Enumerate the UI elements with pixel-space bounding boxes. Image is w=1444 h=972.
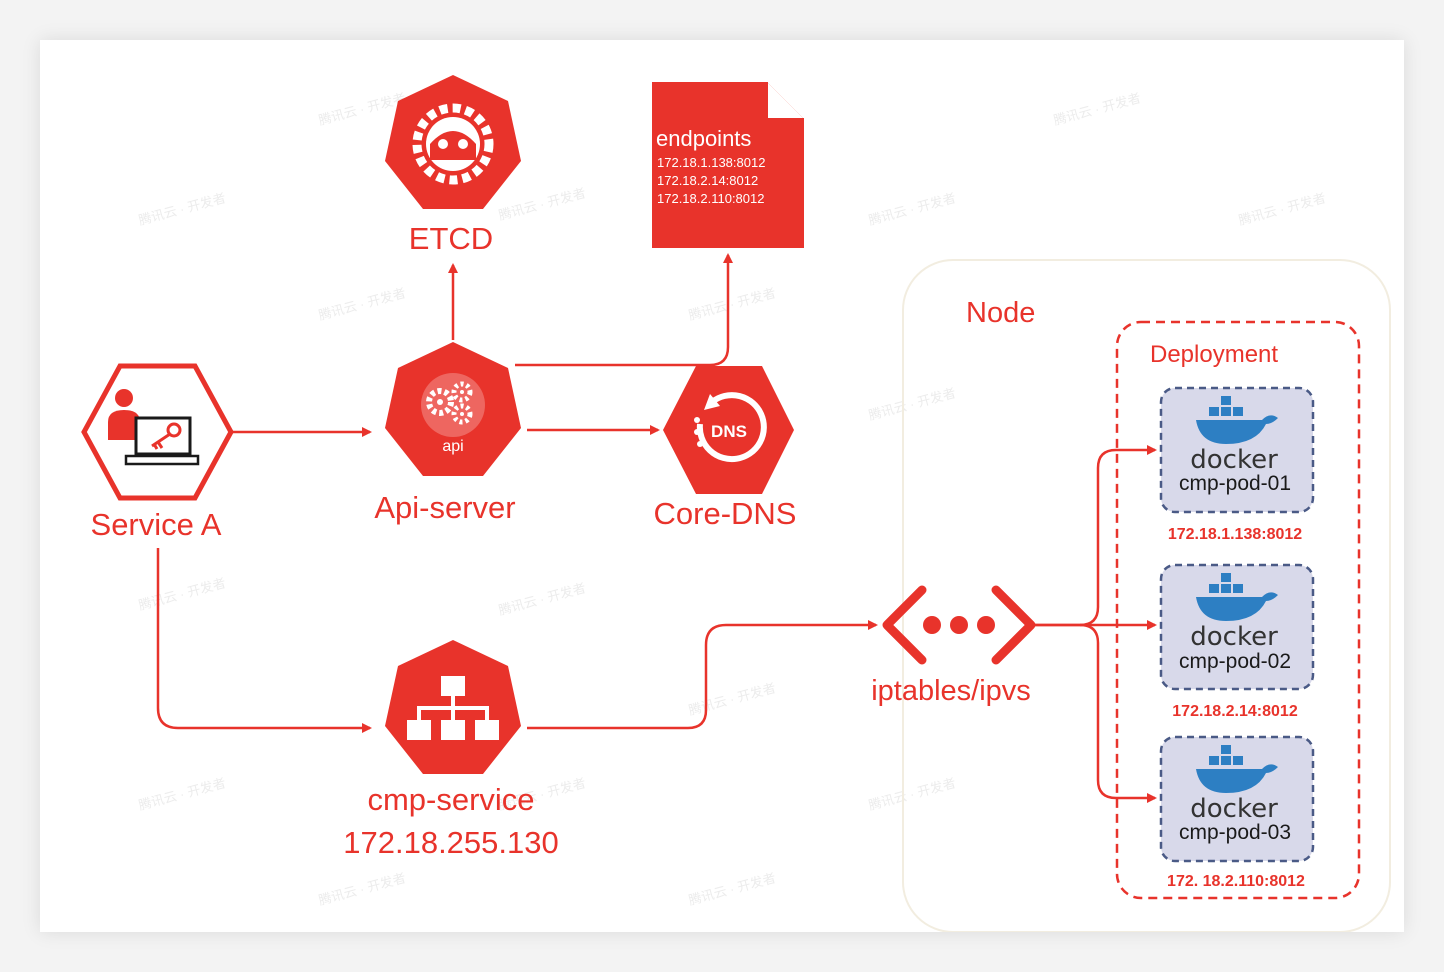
svg-text:腾讯云 · 开发者: 腾讯云 · 开发者 <box>317 870 407 908</box>
endpoints-doc-fold <box>767 82 804 119</box>
etcd-node: ETCD <box>385 75 521 256</box>
cmp-service-label: cmp-service <box>367 782 534 817</box>
endpoints-doc-shape <box>652 82 804 248</box>
node-label: Node <box>966 297 1035 329</box>
svg-text:腾讯云 · 开发者: 腾讯云 · 开发者 <box>497 580 587 618</box>
core-dns-node: DNS Core-DNS <box>654 366 797 531</box>
pod-ip: 172.18.2.14:8012 <box>1172 703 1298 720</box>
service-a-label: Service A <box>91 507 222 542</box>
network-tree-icon <box>407 676 499 740</box>
api-server-heptagon <box>385 342 521 476</box>
deployment-box <box>1115 320 1361 900</box>
pod-card: docker cmp-pod-02 172.18.2.14:8012 <box>1159 563 1315 720</box>
docker-whale-icon <box>1196 573 1278 621</box>
dns-icon-label: DNS <box>711 422 747 441</box>
svg-text:腾讯云 · 开发者: 腾讯云 · 开发者 <box>867 775 957 813</box>
pod-card: docker cmp-pod-01 172.18.1.138:8012 <box>1159 386 1315 543</box>
docker-wordmark: docker <box>1190 445 1278 475</box>
cmp-service-ip: 172.18.255.130 <box>343 825 559 860</box>
deployment-label: Deployment <box>1150 341 1278 368</box>
docker-wordmark: docker <box>1190 622 1278 652</box>
docker-wordmark: docker <box>1190 794 1278 824</box>
svg-text:腾讯云 · 开发者: 腾讯云 · 开发者 <box>137 775 227 813</box>
diagram-card: 腾讯云 · 开发者 腾讯云 · 开发者 腾讯云 · 开发者 腾讯云 · 开发者 … <box>40 40 1404 932</box>
pod-name: cmp-pod-03 <box>1179 821 1291 844</box>
svg-text:腾讯云 · 开发者: 腾讯云 · 开发者 <box>137 190 227 228</box>
iptables-right-chevron <box>991 585 1036 665</box>
node-container <box>902 259 1391 932</box>
arrow-iptables-to-pod1 <box>1032 445 1157 627</box>
arrow-iptables-to-pod3 <box>1079 623 1157 803</box>
api-icon-label: api <box>442 438 463 455</box>
architecture-diagram: 腾讯云 · 开发者 腾讯云 · 开发者 腾讯云 · 开发者 腾讯云 · 开发者 … <box>81 75 1391 932</box>
dns-refresh-icon <box>694 392 767 463</box>
endpoints-title: endpoints <box>656 126 751 151</box>
core-dns-hexagon <box>663 366 794 494</box>
api-server-node: api Api-server <box>374 342 521 525</box>
api-server-label: Api-server <box>374 490 515 525</box>
connectors <box>156 253 1157 803</box>
svg-text:腾讯云 · 开发者: 腾讯云 · 开发者 <box>137 575 227 613</box>
core-dns-label: Core-DNS <box>654 496 797 531</box>
svg-text:腾讯云 · 开发者: 腾讯云 · 开发者 <box>867 190 957 228</box>
etcd-label: ETCD <box>409 221 493 256</box>
pod-name: cmp-pod-02 <box>1179 650 1291 673</box>
user-key-icon <box>108 389 200 466</box>
endpoint-entry: 172.18.2.110:8012 <box>657 191 764 206</box>
iptables-left-chevron <box>882 585 927 665</box>
svg-text:腾讯云 · 开发者: 腾讯云 · 开发者 <box>1052 90 1142 128</box>
iptables-label: iptables/ipvs <box>871 675 1031 707</box>
cmp-service-node: cmp-service 172.18.255.130 <box>343 640 559 860</box>
iptables-node: iptables/ipvs <box>871 585 1036 707</box>
svg-text:腾讯云 · 开发者: 腾讯云 · 开发者 <box>1237 190 1327 228</box>
svg-text:腾讯云 · 开发者: 腾讯云 · 开发者 <box>687 870 777 908</box>
svg-text:腾讯云 · 开发者: 腾讯云 · 开发者 <box>687 680 777 718</box>
arrow-service-to-cmp <box>156 548 372 733</box>
pod-name: cmp-pod-01 <box>1179 472 1291 495</box>
docker-whale-icon <box>1196 396 1278 444</box>
etcd-icon <box>412 103 494 185</box>
arrow-cmp-to-iptables <box>527 620 878 730</box>
endpoint-entry: 172.18.1.138:8012 <box>657 155 765 170</box>
svg-text:腾讯云 · 开发者: 腾讯云 · 开发者 <box>497 185 587 223</box>
service-a-node: Service A <box>81 363 234 542</box>
gears-icon <box>421 373 485 437</box>
endpoints-doc: endpoints 172.18.1.138:8012 172.18.2.14:… <box>652 82 804 248</box>
pod-ip: 172.18.1.138:8012 <box>1168 526 1302 543</box>
endpoint-entry: 172.18.2.14:8012 <box>657 173 758 188</box>
svg-text:腾讯云 · 开发者: 腾讯云 · 开发者 <box>867 385 957 423</box>
arrow-api-to-endpoints <box>515 253 733 367</box>
pod-card: docker cmp-pod-03 172. 18.2.110:8012 <box>1159 735 1315 890</box>
svg-text:腾讯云 · 开发者: 腾讯云 · 开发者 <box>317 285 407 323</box>
docker-whale-icon <box>1196 745 1278 793</box>
pod-ip: 172. 18.2.110:8012 <box>1167 873 1305 890</box>
svg-text:腾讯云 · 开发者: 腾讯云 · 开发者 <box>687 285 777 323</box>
